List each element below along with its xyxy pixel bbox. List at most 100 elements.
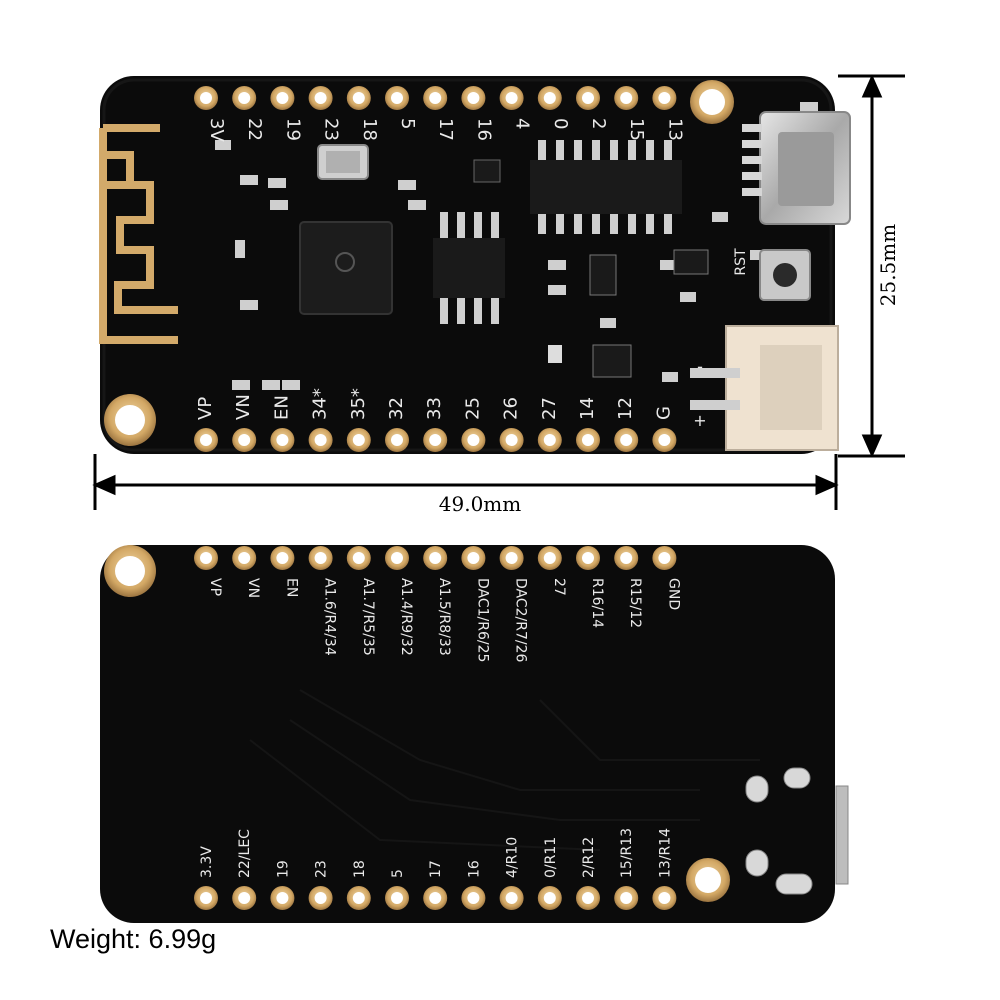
- reset-button[interactable]: [759, 249, 811, 301]
- mounting-hole: [104, 545, 156, 597]
- pin-label: 2: [588, 118, 609, 129]
- pad-hole: [200, 434, 212, 446]
- pad-hole: [200, 552, 212, 564]
- pad-hole: [582, 434, 594, 446]
- mounting-hole: [690, 80, 734, 124]
- pin-label: 27: [551, 578, 567, 596]
- pad-hole: [276, 892, 289, 904]
- pad-hole: [582, 92, 594, 104]
- pad-hole: [314, 92, 327, 104]
- usb-shield-pads: [745, 767, 813, 895]
- pin-label: 16: [466, 860, 482, 878]
- smd-components: [215, 102, 818, 390]
- pad-hole: [391, 892, 403, 904]
- pad-hole: [238, 892, 251, 904]
- pin-label: 19: [282, 118, 303, 141]
- width-dimension: [92, 454, 839, 510]
- pad-hole: [352, 892, 365, 904]
- pad-hole: [620, 92, 633, 104]
- pcb-bottom-body: [100, 545, 835, 923]
- pad-hole: [391, 552, 403, 564]
- pin-label: R16/14: [589, 578, 605, 628]
- pin-label: A1.7/R5/35: [360, 578, 376, 656]
- pin-label: 12: [615, 397, 636, 420]
- pin-label: 15: [626, 118, 647, 141]
- pin-label: 22: [244, 118, 265, 141]
- pad-hole: [582, 892, 594, 904]
- pin-label: GND: [665, 578, 681, 610]
- pin-label: 4/R10: [505, 837, 521, 878]
- pin-label: 5: [390, 869, 406, 878]
- antenna-trace: [99, 124, 178, 344]
- pad-hole: [429, 434, 442, 446]
- micro-usb-connector: [742, 111, 851, 225]
- pad-hole: [467, 892, 480, 904]
- height-dimension: [838, 74, 905, 458]
- pad-hole: [429, 892, 442, 904]
- pad-hole: [505, 892, 518, 904]
- pin-label: VP: [207, 578, 223, 596]
- flash-chip: [433, 212, 505, 324]
- esp32-chip: [299, 221, 393, 315]
- header-pads-bottom-row: [194, 886, 677, 910]
- pad-hole: [620, 434, 633, 446]
- pin-label: 19: [275, 860, 291, 878]
- pin-label: 17: [435, 118, 456, 141]
- pad-hole: [314, 892, 327, 904]
- pin-label: EN: [271, 395, 292, 420]
- battery-mark-plus: +: [693, 411, 706, 430]
- pin-label: 3.3V: [199, 846, 215, 878]
- pad-hole: [658, 434, 671, 446]
- pin-label: 23: [321, 118, 342, 141]
- pin-label: A1.5/R8/33: [436, 578, 452, 656]
- pad-hole: [467, 92, 480, 104]
- pad-hole: [276, 552, 289, 564]
- pad-hole: [429, 552, 442, 564]
- battery-connector: [690, 325, 839, 451]
- pad-hole: [200, 892, 212, 904]
- pad-hole: [276, 92, 289, 104]
- pin-label: 32: [386, 397, 407, 420]
- pad-hole: [352, 552, 365, 564]
- pad-hole: [238, 92, 251, 104]
- pin-label: R15/12: [627, 578, 643, 628]
- mounting-hole: [104, 394, 156, 446]
- pad-hole: [582, 552, 594, 564]
- usb-serial-chip: [530, 140, 682, 234]
- pad-hole: [314, 552, 327, 564]
- pin-label: 14: [577, 397, 598, 420]
- pin-label: 15/R13: [619, 828, 635, 878]
- pad-hole: [543, 92, 556, 104]
- pin-label: A1.4/R9/32: [398, 578, 414, 656]
- pin-label: 25: [462, 397, 483, 420]
- pad-hole: [238, 552, 251, 564]
- reset-button-label: RST: [733, 248, 749, 276]
- pin-label: G: [653, 406, 674, 420]
- pad-hole: [658, 92, 671, 104]
- pin-label: 4: [512, 118, 533, 129]
- header-pads-top-row: [194, 86, 677, 110]
- pin-label: 18: [359, 118, 380, 141]
- height-dimension-label: 25.5mm: [876, 223, 900, 307]
- header-pads-bottom-row: [194, 428, 677, 452]
- pin-label: VP: [195, 397, 216, 420]
- pin-label: 23: [314, 860, 330, 878]
- weight-label: Weight: 6.99g: [50, 924, 217, 954]
- battery-mark-minus: -: [697, 357, 703, 376]
- pin-label: 22/LEC: [237, 829, 253, 878]
- pin-label: VN: [233, 394, 254, 420]
- width-dimension-label: 49.0mm: [438, 492, 522, 516]
- pad-hole: [658, 552, 671, 564]
- pad-hole: [429, 92, 442, 104]
- pin-label: A1.6/R4/34: [322, 578, 338, 656]
- pad-hole: [314, 434, 327, 446]
- header-pads-top-row: [194, 546, 677, 570]
- pin-label: 5: [397, 118, 418, 129]
- pin-label: DAC2/R7/26: [513, 578, 529, 663]
